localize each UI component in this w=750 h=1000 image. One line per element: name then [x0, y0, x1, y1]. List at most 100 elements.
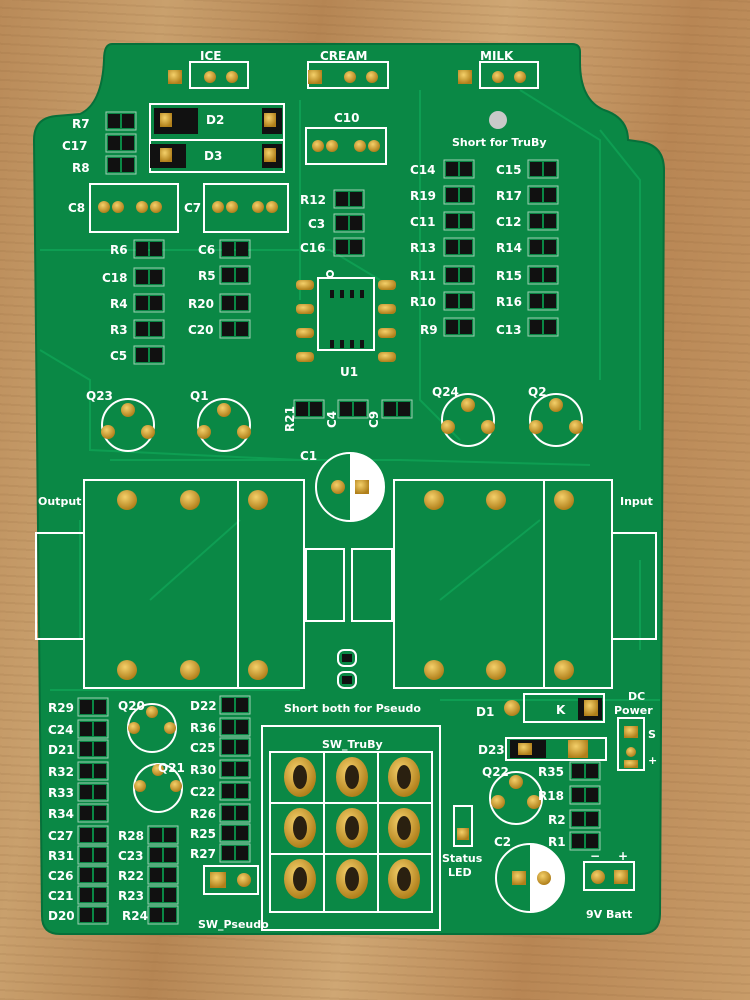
smd-pad	[236, 826, 248, 840]
smd-outline	[337, 399, 369, 419]
label-r24: R24	[122, 909, 148, 923]
smd-pad	[80, 700, 92, 714]
label-c14: C14	[410, 163, 436, 177]
smd-outline	[219, 759, 251, 779]
smd-pad	[122, 136, 134, 150]
label-c15: C15	[496, 163, 522, 177]
label-cream: CREAM	[320, 49, 367, 63]
smd-outline	[527, 265, 559, 285]
smd-outline	[133, 319, 165, 339]
smd-pad	[460, 294, 472, 308]
smd-outline	[219, 319, 251, 339]
smd-outline	[569, 809, 601, 829]
label-r5: R5	[198, 269, 216, 283]
label-c17: C17	[62, 139, 88, 153]
label-9v-batt: 9V Batt	[586, 908, 632, 921]
label-d1: D1	[476, 705, 494, 719]
smd-outline	[569, 785, 601, 805]
label-r36: R36	[190, 721, 216, 735]
label-sw-pseudo: SW_Pseudo	[198, 918, 269, 931]
label-r30: R30	[190, 763, 216, 777]
label-q1: Q1	[190, 389, 209, 403]
label-ice: ICE	[200, 49, 221, 63]
label-d23: D23	[478, 743, 505, 757]
smd-pad	[94, 806, 106, 820]
smd-pad	[530, 268, 542, 282]
label-r8: R8	[72, 161, 90, 175]
label-power: Power	[614, 704, 653, 717]
smd-pad	[164, 828, 176, 842]
smd-outline	[105, 133, 137, 153]
smd-outline	[527, 159, 559, 179]
smd-pad	[222, 826, 234, 840]
smd-pad	[94, 828, 106, 842]
label-r6: R6	[110, 243, 128, 257]
label-c12: C12	[496, 215, 522, 229]
smd-pad	[296, 402, 308, 416]
smd-pad	[94, 722, 106, 736]
smd-pad	[150, 868, 162, 882]
label-r16: R16	[496, 295, 522, 309]
capacitor-c1	[315, 452, 385, 522]
switch-lug-hole	[293, 765, 307, 789]
smd-pad	[236, 698, 248, 712]
label-c27: C27	[48, 829, 74, 843]
smd-pad	[446, 162, 458, 176]
smd-pad	[80, 908, 92, 922]
label-r15: R15	[496, 269, 522, 283]
smd-pad	[354, 402, 366, 416]
transistor-footprints	[101, 393, 583, 825]
smd-pad	[150, 322, 162, 336]
smd-pad	[222, 322, 234, 336]
label-dc-plus: +	[648, 754, 657, 767]
smd-pad	[236, 322, 248, 336]
smd-outline	[219, 239, 251, 259]
smd-pad	[236, 296, 248, 310]
switch-lug-hole	[293, 867, 307, 891]
label-c9: C9	[367, 411, 381, 428]
smd-outline	[219, 823, 251, 843]
smd-pad	[94, 700, 106, 714]
smd-pad	[150, 296, 162, 310]
label-r34: R34	[48, 807, 74, 821]
smd-outline	[527, 211, 559, 231]
label-r13: R13	[410, 241, 436, 255]
smd-pad	[80, 848, 92, 862]
label-r2: R2	[548, 813, 566, 827]
smd-pad	[350, 240, 362, 254]
sw-truby-lugs	[284, 757, 420, 899]
smd-outline	[333, 189, 365, 209]
smd-pad	[150, 888, 162, 902]
label-u1: U1	[340, 365, 358, 379]
smd-outline	[133, 345, 165, 365]
smd-pad	[340, 402, 352, 416]
smd-pad	[136, 348, 148, 362]
relay-pads	[117, 490, 574, 680]
smd-outline	[77, 825, 109, 845]
switch-lug-hole	[397, 816, 411, 840]
smd-pad	[310, 402, 322, 416]
label-q2: Q2	[528, 385, 547, 399]
label-c21: C21	[48, 889, 74, 903]
label-dc: DC	[628, 690, 645, 703]
smd-pad	[460, 162, 472, 176]
header-pins	[98, 70, 526, 213]
smd-outline	[219, 293, 251, 313]
smd-pad	[164, 868, 176, 882]
label-r27: R27	[190, 847, 216, 861]
smd-pad	[94, 868, 106, 882]
label-d20: D20	[48, 909, 75, 923]
smd-pad	[460, 268, 472, 282]
smd-pad	[80, 742, 92, 756]
smd-pad	[136, 322, 148, 336]
smd-pad	[150, 242, 162, 256]
smd-pad	[108, 158, 120, 172]
switch-lug-hole	[293, 816, 307, 840]
smd-pad	[530, 294, 542, 308]
label-r21: R21	[283, 406, 297, 432]
smd-outline	[77, 905, 109, 925]
label-q20: Q20	[118, 699, 145, 713]
smd-pad	[150, 848, 162, 862]
label-c7: C7	[184, 201, 201, 215]
